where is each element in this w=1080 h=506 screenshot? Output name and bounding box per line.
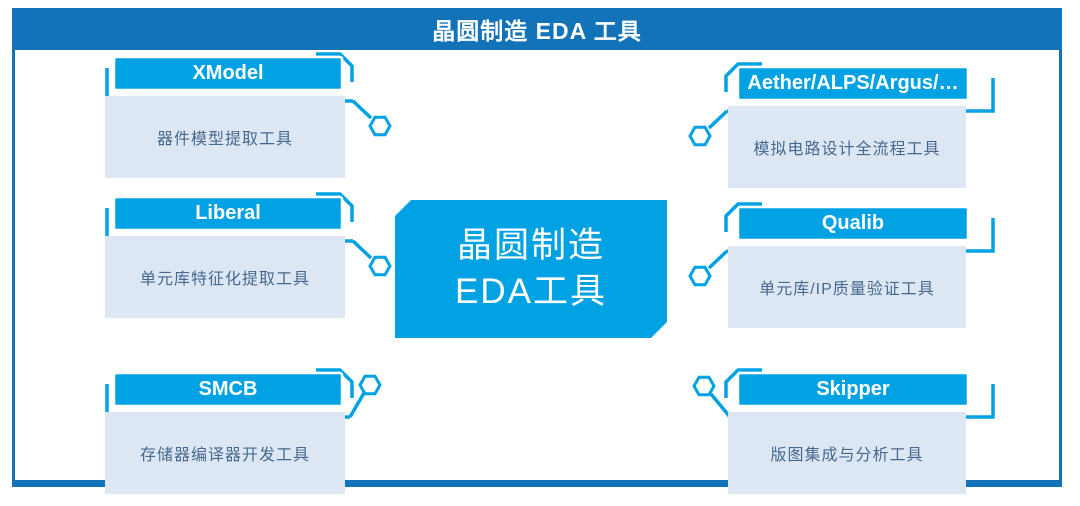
tool-desc-text: 模拟电路设计全流程工具 [753,141,941,158]
corner-fold-icon [724,202,762,232]
connector-line [709,392,732,419]
tool-desc-text: 单元库/IP质量验证工具 [759,281,935,298]
tool-name-liberal: Liberal [195,202,261,224]
hexagon-node-icon [688,265,712,287]
diagram-title-bar: 晶圆制造 EDA 工具 [12,8,1062,50]
tool-desc-aether: 模拟电路设计全流程工具 [728,106,966,188]
center-node: 晶圆制造 EDA工具 [395,200,667,338]
tool-name-qualib: Qualib [821,212,885,234]
corner-fold-icon [724,368,762,398]
hexagon-node-icon [368,255,392,277]
tool-title-bar [736,371,970,408]
tool-title-bar [112,195,344,232]
hexagon-node-icon [368,115,392,137]
tool-desc-text: 版图集成与分析工具 [770,447,924,464]
tool-desc-text: 器件模型提取工具 [156,131,293,148]
connector-decoration-icon [105,192,392,277]
tool-name-aether: Aether/ALPS/Argus/… [747,72,959,94]
tool-desc-liberal: 单元库特征化提取工具 [105,236,345,318]
corner-fold-icon [724,62,762,92]
tool-title-bar [736,205,970,242]
center-node-line2: EDA工具 [455,272,607,311]
tool-desc-text: 单元库特征化提取工具 [139,271,310,288]
tool-title-bar [112,55,344,92]
hexagon-node-icon [692,375,716,397]
tool-group-xmodel: XModel 器件模型提取工具 [100,52,420,202]
hexagon-node-icon [688,125,712,147]
hexagon-node-icon [358,374,382,396]
tool-desc-skipper: 版图集成与分析工具 [728,412,966,494]
tool-desc-smcb: 存储器编译器开发工具 [105,412,345,494]
center-node-line1: 晶圆制造 [456,225,605,265]
tool-desc-text: 存储器编译器开发工具 [139,447,310,464]
corner-fold-icon [316,192,354,222]
tool-desc-xmodel: 器件模型提取工具 [105,96,345,178]
tool-group-smcb: SMCB 存储器编译器开发工具 [100,368,420,506]
connector-line [351,99,373,120]
tool-desc-qualib: 单元库/IP质量验证工具 [728,246,966,328]
connector-line [351,239,373,260]
connector-line [707,109,729,130]
tool-name-xmodel: XModel [192,62,264,84]
tool-group-qualib: Qualib 单元库/IP质量验证工具 [660,202,1000,352]
tool-name-skipper: Skipper [816,378,890,400]
diagram-title: 晶圆制造 EDA 工具 [432,18,642,44]
tool-group-liberal: Liberal 单元库特征化提取工具 [100,192,420,342]
connector-decoration-icon [688,202,995,287]
connector-decoration-icon [692,368,995,419]
tool-title-bar [736,65,970,102]
tool-group-skipper: Skipper 版图集成与分析工具 [660,368,1000,506]
corner-fold-icon [316,368,354,398]
tool-title-bar [112,371,344,408]
tool-name-smcb: SMCB [198,378,258,400]
corner-fold-icon [316,52,354,82]
tool-group-aether: Aether/ALPS/Argus/… 模拟电路设计全流程工具 [660,62,1000,212]
connector-line [707,249,729,270]
connector-line [348,392,366,418]
